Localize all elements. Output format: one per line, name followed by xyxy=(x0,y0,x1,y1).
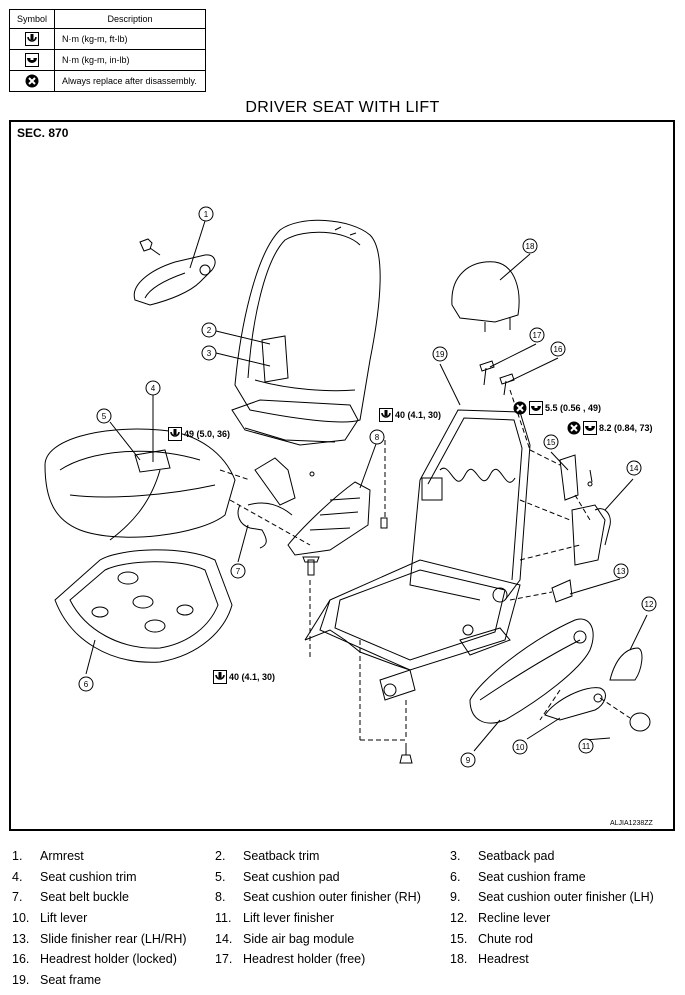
callout-number: 14 xyxy=(630,464,639,473)
callout-number: 11 xyxy=(582,742,591,751)
callout-16 xyxy=(550,341,566,357)
torque-value: 40 (4.1, 30) xyxy=(395,410,442,420)
callout-number: 8 xyxy=(375,433,380,442)
callout-9 xyxy=(460,752,476,768)
callout-number: 12 xyxy=(645,600,654,609)
callout-number: 10 xyxy=(516,743,525,752)
callout-19 xyxy=(432,346,448,362)
legend-item: 18.Headrest xyxy=(450,952,529,966)
legend-item: 12.Recline lever xyxy=(450,911,551,925)
callout-number: 7 xyxy=(236,567,241,576)
outer-finisher-rh-part xyxy=(287,481,371,556)
legend-item: 2.Seatback trim xyxy=(215,849,320,863)
torque-wrench-icon xyxy=(25,32,39,46)
legend-item: 17.Headrest holder (free) xyxy=(215,952,366,966)
callout-number: 4 xyxy=(151,384,156,393)
torque-spec-1: 49 (5.0, 36) xyxy=(168,427,230,441)
callout-circles xyxy=(78,206,657,768)
section-label: SEC. 870 xyxy=(17,126,69,140)
legend-item: 3.Seatback pad xyxy=(450,849,555,863)
torque-value: 5.5 (0.56 , 49) xyxy=(545,403,602,413)
torque-wrench-small-icon xyxy=(529,401,543,415)
legend-item: 7.Seat belt buckle xyxy=(12,890,129,904)
callout-10 xyxy=(512,739,528,755)
torque-wrench-icon xyxy=(213,670,227,684)
replace-x-icon xyxy=(25,74,39,88)
seat-cushion-part xyxy=(44,428,236,541)
legend-item: 13.Slide finisher rear (LH/RH) xyxy=(12,932,187,946)
callout-4 xyxy=(145,380,161,396)
callout-number: 19 xyxy=(436,350,445,359)
torque-wrench-small-icon xyxy=(25,53,39,67)
torque-spec-4: 8.2 (0.84, 73) xyxy=(567,421,653,435)
callout-number: 2 xyxy=(207,326,212,335)
legend-item: 1.Armrest xyxy=(12,849,84,863)
legend-item: 5.Seat cushion pad xyxy=(215,870,340,884)
callout-1 xyxy=(198,206,214,222)
legend-item: 19.Seat frame xyxy=(12,973,102,987)
side-parts xyxy=(551,454,611,603)
callout-number: 9 xyxy=(466,756,471,765)
torque-value: 49 (5.0, 36) xyxy=(184,429,231,439)
callout-numbers: 1 2 3 4 5 6 7 8 9 10 11 12 13 14 15 16 1… xyxy=(84,210,654,765)
legend-item: 9.Seat cushion outer finisher (LH) xyxy=(450,890,654,904)
callout-13 xyxy=(613,563,629,579)
legend-item: 6.Seat cushion frame xyxy=(450,870,586,884)
legend-item: 10.Lift lever xyxy=(12,911,88,925)
callout-6 xyxy=(78,676,94,692)
callout-number: 5 xyxy=(102,412,107,421)
torque-spec-5: 40 (4.1, 30) xyxy=(213,670,275,684)
callout-number: 3 xyxy=(207,349,212,358)
fasteners xyxy=(302,471,413,764)
torque-spec-3: 5.5 (0.56 , 49) xyxy=(513,401,601,415)
legend-item: 11.Lift lever finisher xyxy=(215,911,335,925)
torque-wrench-icon xyxy=(168,427,182,441)
legend-item: 14.Side air bag module xyxy=(215,932,355,946)
diagram-title: DRIVER SEAT WITH LIFT xyxy=(245,99,440,116)
seat-cushion-frame-part xyxy=(54,549,233,663)
legend-item: 4.Seat cushion trim xyxy=(12,870,137,884)
symbol-desc-3: Always replace after disassembly. xyxy=(54,70,206,92)
reference-code: ALJIA1238ZZ xyxy=(610,820,653,827)
lever-parts xyxy=(469,618,651,732)
callout-number: 16 xyxy=(554,345,563,354)
callout-number: 15 xyxy=(547,438,556,447)
callout-number: 17 xyxy=(533,331,542,340)
callout-number: 1 xyxy=(204,210,209,219)
callout-number: 13 xyxy=(617,567,626,576)
callout-7 xyxy=(230,563,246,579)
callout-18 xyxy=(522,238,538,254)
callout-12 xyxy=(641,596,657,612)
diagram-frame xyxy=(9,120,675,831)
callout-number: 6 xyxy=(84,680,89,689)
legend-item: 8.Seat cushion outer finisher (RH) xyxy=(215,890,421,904)
symbol-table: Symbol Description N·m (kg-m, ft-lb) N·m… xyxy=(9,9,206,92)
armrest-part xyxy=(133,238,216,306)
callout-3 xyxy=(201,345,217,361)
callout-11 xyxy=(578,738,594,754)
seat-frame-part xyxy=(304,409,531,701)
seat-belt-buckle-part xyxy=(237,457,296,549)
legend-item: 15.Chute rod xyxy=(450,932,533,946)
headrest-part xyxy=(451,261,520,396)
callout-number: 18 xyxy=(526,242,535,251)
seatback-part xyxy=(231,219,381,446)
callout-17 xyxy=(529,327,545,343)
torque-value: 40 (4.1, 30) xyxy=(229,672,276,682)
assembly-guide-lines xyxy=(219,389,631,741)
leader-lines xyxy=(85,220,648,752)
callout-2 xyxy=(201,322,217,338)
torque-wrench-small-icon xyxy=(583,421,597,435)
torque-wrench-icon xyxy=(379,408,393,422)
callout-5 xyxy=(96,408,112,424)
torque-spec-2: 40 (4.1, 30) xyxy=(379,408,441,422)
callout-15 xyxy=(543,434,559,450)
callout-8 xyxy=(369,429,385,445)
callout-14 xyxy=(626,460,642,476)
legend-item: 16.Headrest holder (locked) xyxy=(12,952,177,966)
torque-value: 8.2 (0.84, 73) xyxy=(599,423,653,433)
replace-x-icon xyxy=(567,421,581,435)
replace-x-icon xyxy=(513,401,527,415)
